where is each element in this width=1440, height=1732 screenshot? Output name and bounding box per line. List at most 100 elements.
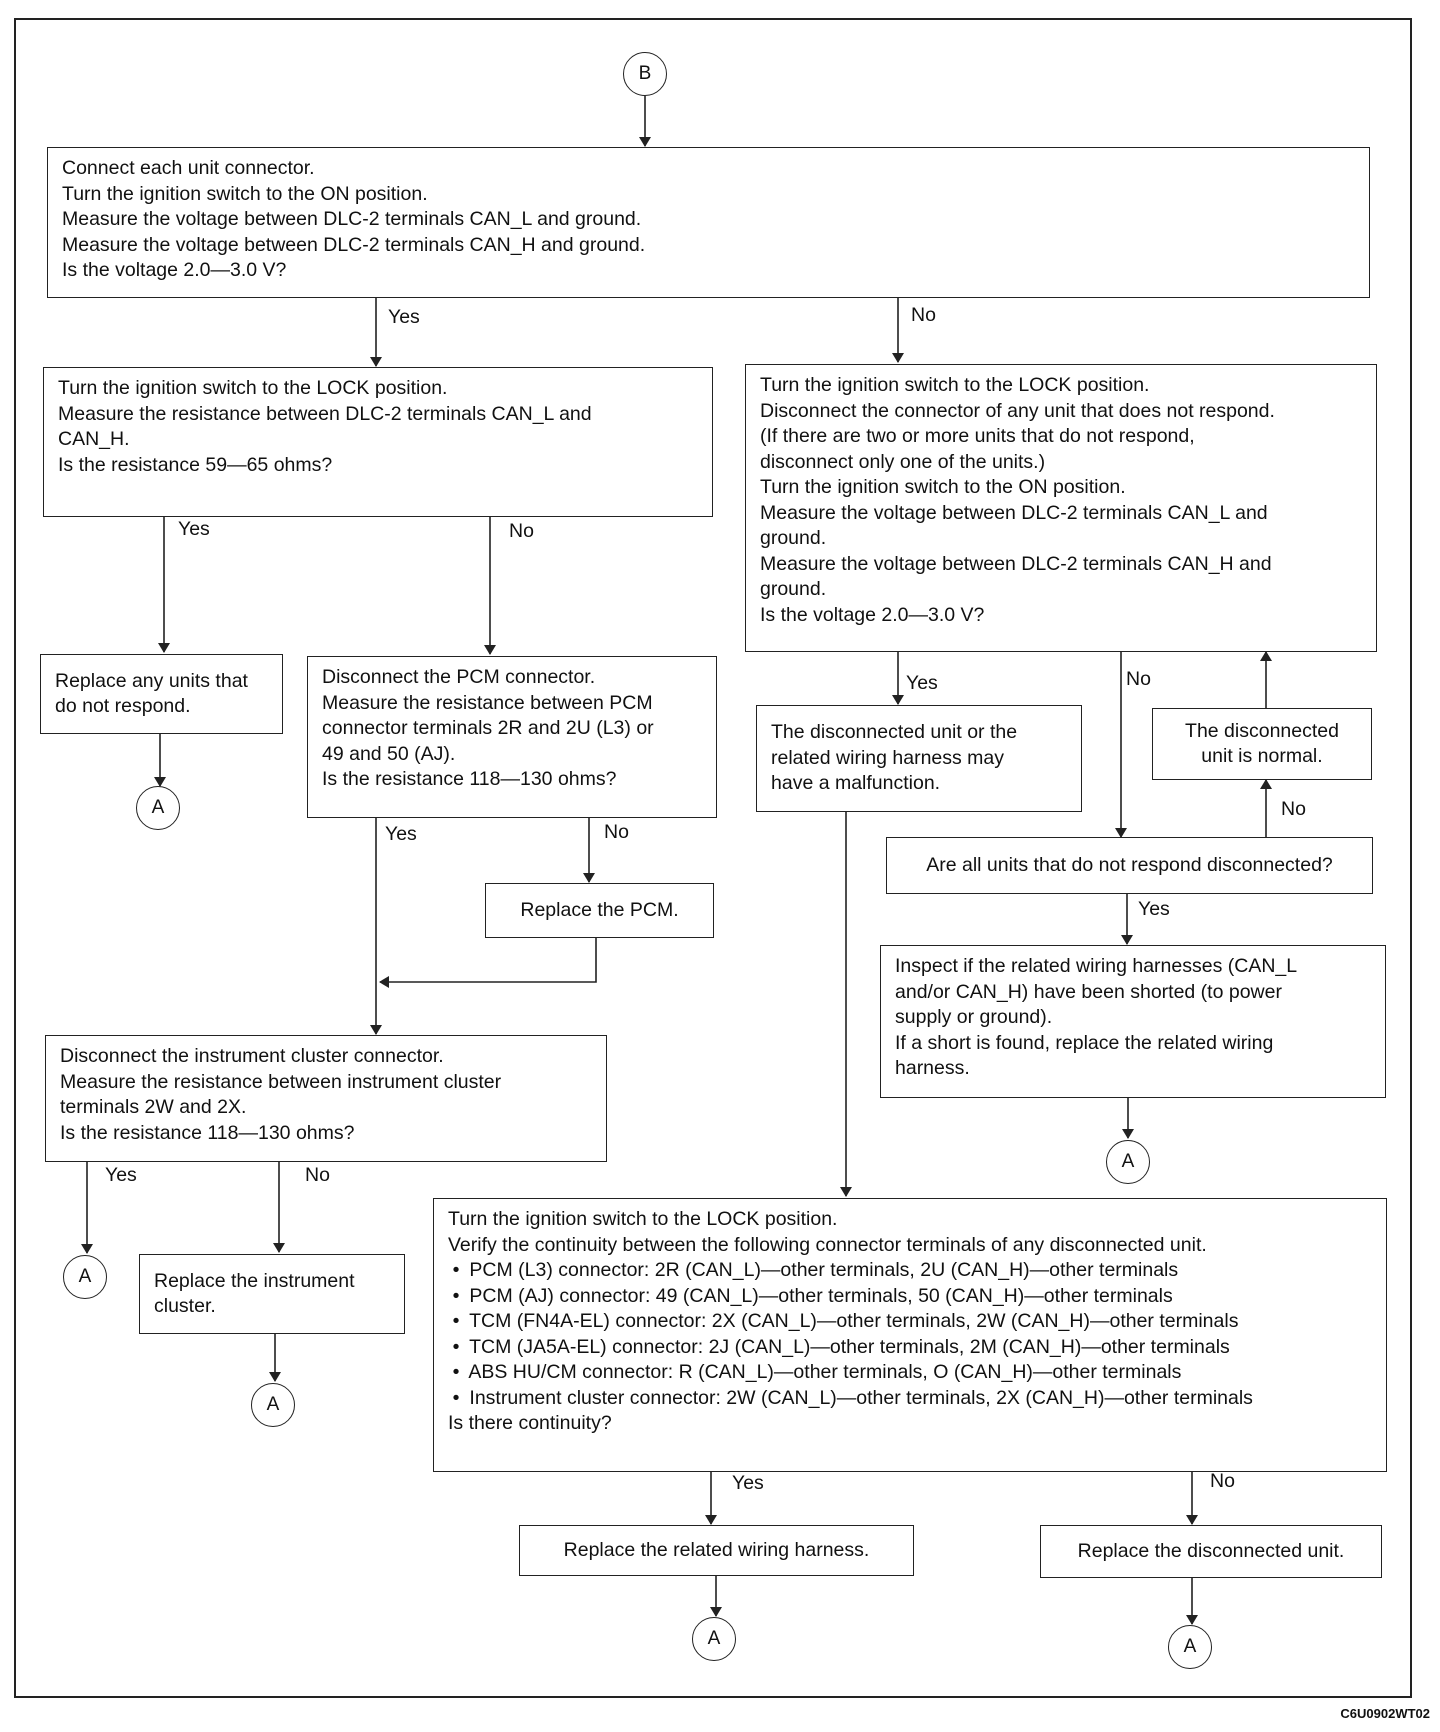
connector-terminal-item: • TCM (JA5A-EL) connector: 2J (CAN_L)—ot… xyxy=(448,1335,1372,1361)
step-line: Turn the ignition switch to the LOCK pos… xyxy=(760,374,1150,396)
step-line: Turn the ignition switch to the LOCK pos… xyxy=(58,377,448,399)
step-line: ground. xyxy=(760,527,827,549)
step-line: Replace any units that xyxy=(55,669,248,692)
connector-terminal-item: • Instrument cluster connector: 2W (CAN_… xyxy=(448,1386,1372,1412)
connector-terminal-item: • PCM (L3) connector: 2R (CAN_L)—other t… xyxy=(448,1258,1372,1284)
step-line: unit is normal. xyxy=(1201,745,1323,767)
step-line: CAN_H. xyxy=(58,428,130,450)
connector-terminal-text: Instrument cluster connector: 2W (CAN_L)… xyxy=(469,1386,1253,1409)
no-label: No xyxy=(1210,1470,1235,1492)
yes-label: Yes xyxy=(385,823,417,845)
step-check-resistance-dlc: Turn the ignition switch to the LOCK pos… xyxy=(43,367,713,517)
yes-label: Yes xyxy=(178,518,210,540)
step-line: Turn the ignition switch to the ON posit… xyxy=(62,182,428,205)
step-line: Connect each unit connector. xyxy=(62,157,315,179)
step-line: Measure the resistance between DLC-2 ter… xyxy=(58,402,592,425)
step-line: do not respond. xyxy=(55,695,191,717)
step-check-cluster-resistance: Disconnect the instrument cluster connec… xyxy=(45,1035,607,1162)
step-line: Replace the PCM. xyxy=(520,898,679,921)
step-line: terminals 2W and 2X. xyxy=(60,1096,247,1118)
bullet-icon: • xyxy=(452,1259,460,1281)
connector-terminal-text: TCM (FN4A-EL) connector: 2X (CAN_L)—othe… xyxy=(469,1310,1239,1332)
connector-terminal-text: PCM (AJ) connector: 49 (CAN_L)—other ter… xyxy=(469,1284,1173,1307)
step-line: Replace the instrument xyxy=(154,1269,355,1292)
bullet-icon: • xyxy=(452,1335,460,1358)
no-label: No xyxy=(1281,798,1306,820)
step-replace-units: Replace any units that do not respond. xyxy=(40,654,283,734)
step-line: Measure the voltage between DLC-2 termin… xyxy=(760,552,1272,575)
step-question: Is the resistance 118—130 ohms? xyxy=(322,768,617,790)
connector-a-end: A xyxy=(692,1617,736,1661)
step-question: Are all units that do not respond discon… xyxy=(926,853,1333,876)
connector-a-end: A xyxy=(136,786,180,830)
step-line: Measure the voltage between DLC-2 termin… xyxy=(760,501,1268,524)
connector-terminal-text: TCM (JA5A-EL) connector: 2J (CAN_L)—othe… xyxy=(469,1335,1230,1358)
connector-b-start: B xyxy=(623,52,667,96)
step-line: The disconnected unit or the xyxy=(771,721,1018,744)
no-label: No xyxy=(509,520,534,542)
no-label: No xyxy=(1126,668,1151,690)
step-line: Verify the continuity between the follow… xyxy=(448,1233,1207,1256)
connector-a-end: A xyxy=(1106,1140,1150,1184)
connector-a-end: A xyxy=(1168,1625,1212,1669)
connector-a-end: A xyxy=(63,1255,107,1299)
step-line: cluster. xyxy=(154,1295,216,1317)
step-question: Is there continuity? xyxy=(448,1412,612,1434)
yes-label: Yes xyxy=(388,306,420,328)
step-line: supply or ground). xyxy=(895,1006,1053,1028)
step-line: Replace the related wiring harness. xyxy=(563,1538,870,1561)
connector-terminal-item: • PCM (AJ) connector: 49 (CAN_L)—other t… xyxy=(448,1284,1372,1310)
step-line: The disconnected xyxy=(1185,719,1339,742)
step-line: If a short is found, replace the related… xyxy=(895,1031,1274,1054)
step-replace-harness: Replace the related wiring harness. xyxy=(519,1525,914,1576)
step-line: ground. xyxy=(760,578,827,600)
step-line: Measure the resistance between instrumen… xyxy=(60,1070,502,1093)
step-replace-disconnected-unit: Replace the disconnected unit. xyxy=(1040,1525,1382,1578)
bullet-icon: • xyxy=(452,1361,460,1383)
connector-a-end: A xyxy=(251,1383,295,1427)
no-label: No xyxy=(911,304,936,326)
yes-label: Yes xyxy=(105,1164,137,1186)
step-verify-continuity: Turn the ignition switch to the LOCK pos… xyxy=(433,1198,1387,1472)
yes-label: Yes xyxy=(1138,898,1170,920)
step-line: (If there are two or more units that do … xyxy=(760,425,1195,447)
step-line: related wiring harness may xyxy=(771,746,1005,769)
step-line: and/or CAN_H) have been shorted (to powe… xyxy=(895,980,1282,1003)
step-line: disconnect only one of the units.) xyxy=(760,450,1046,473)
step-line: Disconnect the instrument cluster connec… xyxy=(60,1045,444,1067)
step-line: Turn the ignition switch to the ON posit… xyxy=(760,476,1126,498)
yes-label: Yes xyxy=(906,672,938,694)
step-line: have a malfunction. xyxy=(771,772,941,795)
yes-label: Yes xyxy=(732,1472,764,1494)
step-line: 49 and 50 (AJ). xyxy=(322,742,456,765)
connector-terminal-item: • ABS HU/CM connector: R (CAN_L)—other t… xyxy=(448,1360,1372,1386)
step-replace-cluster: Replace the instrument cluster. xyxy=(139,1254,405,1334)
step-line: Replace the disconnected unit. xyxy=(1077,1539,1345,1562)
step-line: Measure the voltage between DLC-2 termin… xyxy=(62,233,646,256)
step-all-units-disconnected: Are all units that do not respond discon… xyxy=(886,837,1373,894)
bullet-icon: • xyxy=(452,1386,460,1409)
step-check-pcm-resistance: Disconnect the PCM connector. Measure th… xyxy=(307,656,717,818)
step-disconnect-unit: Turn the ignition switch to the LOCK pos… xyxy=(745,364,1377,652)
step-line: Inspect if the related wiring harnesses … xyxy=(895,955,1298,977)
connector-terminal-text: ABS HU/CM connector: R (CAN_L)—other ter… xyxy=(468,1361,1182,1383)
step-line: Turn the ignition switch to the LOCK pos… xyxy=(448,1208,838,1230)
bullet-icon: • xyxy=(452,1310,460,1332)
step-question: Is the resistance 118—130 ohms? xyxy=(60,1121,355,1144)
flowchart-frame xyxy=(14,18,1412,1698)
step-line: connector terminals 2R and 2U (L3) or xyxy=(322,717,654,739)
arrow-b8-merge xyxy=(379,938,597,988)
step-question: Is the resistance 59—65 ohms? xyxy=(58,453,333,476)
step-check-voltage: Connect each unit connector. Turn the ig… xyxy=(47,147,1370,298)
step-line: Measure the voltage between DLC-2 termin… xyxy=(62,208,642,230)
step-inspect-harness-short: Inspect if the related wiring harnesses … xyxy=(880,945,1386,1098)
connector-terminal-item: • TCM (FN4A-EL) connector: 2X (CAN_L)—ot… xyxy=(448,1309,1372,1335)
no-label: No xyxy=(604,821,629,843)
step-line: Disconnect the connector of any unit tha… xyxy=(760,399,1275,422)
step-question: Is the voltage 2.0—3.0 V? xyxy=(760,603,985,626)
step-question: Is the voltage 2.0—3.0 V? xyxy=(62,259,287,281)
connector-terminal-text: PCM (L3) connector: 2R (CAN_L)—other ter… xyxy=(469,1259,1179,1281)
no-label: No xyxy=(305,1164,330,1186)
step-line: Disconnect the PCM connector. xyxy=(322,666,596,688)
